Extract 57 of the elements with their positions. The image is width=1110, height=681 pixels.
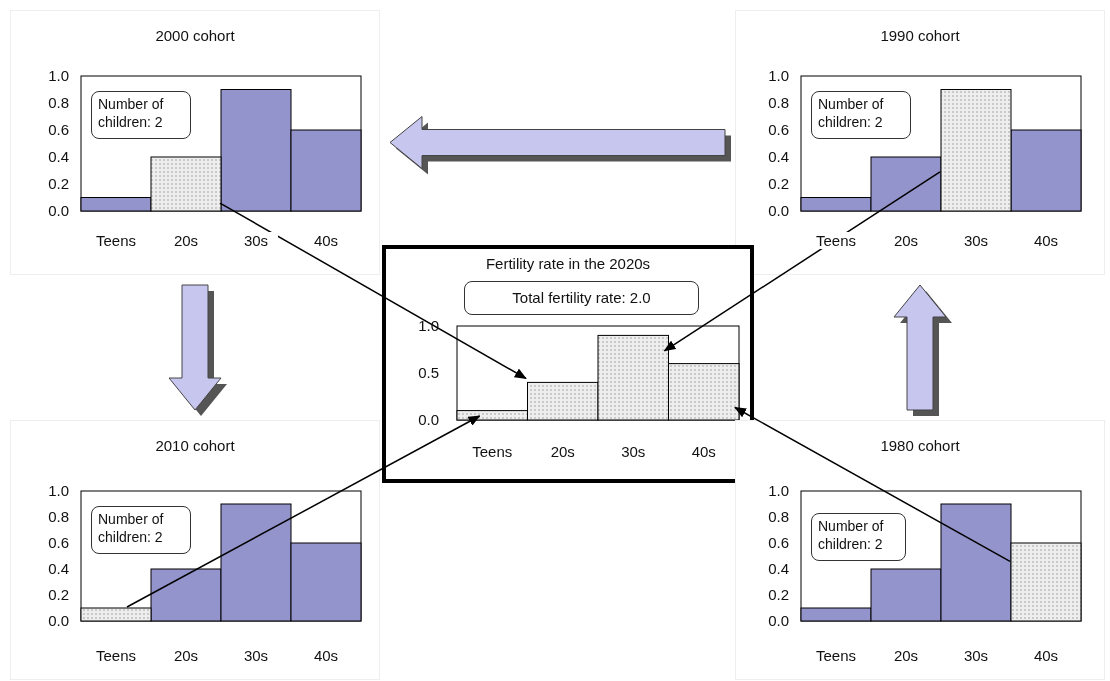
chart-panel	[10, 10, 380, 275]
note-box: Total fertility rate: 2.0	[464, 281, 699, 315]
highlighted-bar	[597, 334, 669, 421]
arrow	[663, 171, 941, 352]
panel-title: Fertility rate in the 2020s	[484, 255, 652, 272]
axis-tick-label: 0.0	[48, 612, 69, 629]
axis-tick-label: 0.6	[48, 121, 69, 138]
axis-tick-label: 0.5	[418, 364, 439, 381]
chart-panel	[735, 420, 1105, 680]
axis-tick-label: 0.4	[768, 560, 789, 577]
chart-panel	[735, 10, 1105, 275]
chart-panel	[10, 420, 380, 680]
highlighted-bar	[527, 381, 599, 421]
chart-frame	[382, 245, 754, 483]
axis-tick-label: 0.0	[768, 612, 789, 629]
note-box: Number of children: 2	[91, 506, 191, 554]
arrow	[126, 415, 481, 608]
block-arrow	[389, 116, 731, 175]
axis-tick-label: 0.2	[768, 175, 789, 192]
axis-tick-label: 0.6	[48, 534, 69, 551]
block-arrow	[168, 284, 227, 416]
axis-tick-label: 0.8	[768, 94, 789, 111]
note-box: Number of children: 2	[91, 91, 191, 139]
highlighted-bar	[150, 156, 222, 212]
panel-title: 1990 cohort	[879, 27, 961, 44]
axis-tick-label: 0.6	[768, 121, 789, 138]
block-arrow	[893, 284, 952, 416]
note-box: Number of children: 2	[811, 513, 906, 561]
axis-tick-label: 0.0	[48, 202, 69, 219]
highlighted-bar	[1010, 542, 1082, 622]
axis-tick-label: 1.0	[48, 482, 69, 499]
axis-tick-label: 0.8	[48, 94, 69, 111]
axis-tick-label: 0.2	[48, 175, 69, 192]
axis-tick-label: 0.4	[768, 148, 789, 165]
axis-tick-label: 0.2	[768, 586, 789, 603]
highlighted-bar	[80, 607, 152, 622]
axis-tick-label: 0.0	[768, 202, 789, 219]
axis-tick-label: 0.4	[48, 560, 69, 577]
axis-tick-label: 1.0	[768, 67, 789, 84]
axis-tick-label: 0.8	[48, 508, 69, 525]
axis-tick-label: 1.0	[48, 67, 69, 84]
axis-tick-label: 0.0	[418, 411, 439, 428]
highlighted-bar	[668, 363, 740, 421]
category-label: Teens	[814, 232, 858, 249]
panel-title: 2000 cohort	[154, 27, 236, 44]
note-box: Number of children: 2	[811, 91, 911, 139]
axis-tick-label: 0.6	[768, 534, 789, 551]
panel-title: 2010 cohort	[154, 437, 236, 454]
axis-tick-label: 0.4	[48, 148, 69, 165]
arrow	[734, 406, 1011, 563]
highlighted-bar	[456, 410, 528, 421]
axis-tick-label: 1.0	[768, 482, 789, 499]
arrow	[219, 202, 527, 380]
axis-tick-label: 0.8	[768, 508, 789, 525]
highlighted-bar	[940, 89, 1012, 212]
panel-title: 1980 cohort	[879, 437, 961, 454]
axis-tick-label: 0.2	[48, 586, 69, 603]
